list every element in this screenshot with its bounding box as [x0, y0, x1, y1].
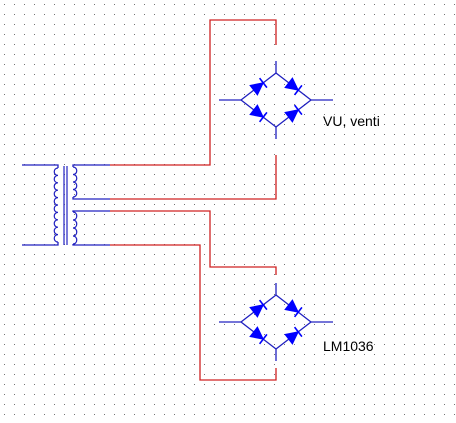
secondary-winding-upper — [72, 166, 78, 198]
bridge-upper-diode-tr-cathode — [293, 84, 303, 96]
secondary-wiring — [110, 19, 277, 381]
rectifier-lower-label: LM1036 — [323, 338, 374, 354]
bridge-upper-diode-br — [284, 109, 300, 123]
grid-dots — [4, 4, 455, 415]
bridge-upper-diode-tl-cathode — [258, 77, 268, 89]
wire-upper-ac1 — [110, 19, 277, 166]
bridge-upper-diode-bl-cathode — [258, 111, 268, 123]
bridge-lower-diode-tr — [284, 299, 300, 313]
wire-lower-ac2 — [110, 244, 277, 381]
bridge-lower-diode-tr-cathode — [293, 306, 303, 318]
bridge-lower-diode-br — [284, 331, 300, 345]
bridge-upper-diode-br-cathode — [293, 104, 303, 116]
bridge-lower-diode-bl — [249, 326, 265, 340]
bridge-lower-diode-tl — [249, 304, 265, 318]
bridge-lower-diode-br-cathode — [293, 326, 303, 338]
bridge-rectifier-upper — [219, 61, 333, 139]
primary-winding — [53, 167, 59, 243]
bridge-rectifier-lower — [219, 283, 333, 361]
bridge-upper-diode-tl — [249, 82, 265, 96]
bridge-lower-diode-tl-cathode — [258, 299, 268, 311]
bridge-upper-diode-tr — [284, 77, 300, 91]
wire-lower-ac1 — [110, 210, 277, 275]
wire-upper-ac2 — [110, 155, 277, 200]
secondary-winding-lower — [72, 211, 78, 245]
transformer — [22, 164, 110, 246]
bridge-upper-diode-bl — [249, 104, 265, 118]
rectifier-upper-label: VU, venti — [323, 113, 380, 129]
bridge-lower-diode-bl-cathode — [258, 333, 268, 345]
